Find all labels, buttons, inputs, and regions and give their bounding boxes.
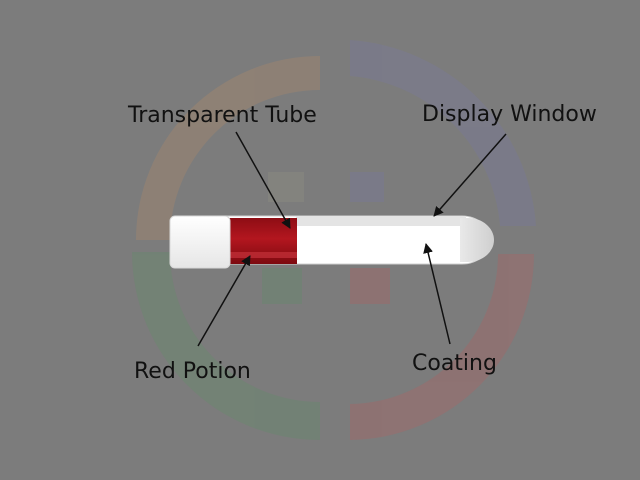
test-tube — [169, 215, 494, 269]
display-window-band — [296, 216, 466, 226]
watermark-inner-mark — [262, 268, 302, 304]
label-display-window: Display Window — [422, 102, 597, 127]
label-transparent-tube: Transparent Tube — [127, 103, 317, 128]
arrow-transparent-tube — [235, 131, 291, 229]
callout-arrows — [197, 131, 507, 347]
tube-tip — [460, 218, 494, 262]
label-red-potion: Red Potion — [134, 359, 251, 384]
tube-cap — [169, 215, 231, 269]
arrow-coating — [423, 243, 451, 345]
arrow-display-window — [433, 133, 507, 217]
watermark-quadrant-orange — [136, 56, 320, 240]
label-coating: Coating — [412, 351, 497, 376]
watermark-quadrant-green — [132, 252, 320, 440]
watermark-quadrant-red — [350, 254, 535, 440]
watermark-inner-mark — [350, 268, 390, 304]
arrow-red-potion — [197, 255, 251, 347]
watermark-inner-mark — [268, 172, 304, 202]
red-potion-highlight — [229, 252, 297, 258]
watermark-logo — [132, 40, 536, 440]
watermark-inner-mark — [350, 172, 384, 202]
watermark-quadrant-blue — [350, 40, 536, 226]
